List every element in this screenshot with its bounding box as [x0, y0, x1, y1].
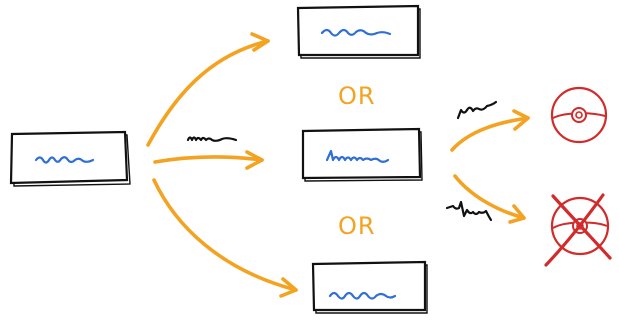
target-box-top [296, 4, 421, 59]
source-box-scribble [34, 156, 95, 164]
arrow-to-success [450, 116, 530, 152]
outcome-arrows [450, 109, 530, 224]
target-box-middle [301, 127, 423, 182]
or-label-top: OR [338, 82, 376, 110]
target-box-middle-scribble [325, 149, 390, 163]
target-box-bottom [311, 260, 428, 314]
success-arrow-scribble [456, 100, 498, 120]
arrow-to-middle-head [245, 150, 264, 170]
arrow-to-success-head [512, 109, 530, 131]
target-box-top-scribble [320, 28, 392, 37]
arrow-to-bottom [152, 178, 298, 292]
source-arrows [146, 32, 298, 298]
arrow-to-middle [153, 155, 264, 164]
arrow-to-top [146, 39, 270, 147]
arrow-to-bottom-head [279, 277, 298, 298]
failure-arrow-scribble [445, 200, 493, 222]
target-box-bottom-scribble [328, 291, 397, 300]
arrow-to-failure [453, 174, 526, 220]
or-label-bottom: OR [338, 212, 376, 240]
middle-arrow-scribble [186, 136, 238, 142]
source-box [9, 130, 131, 187]
ball-icon [550, 86, 608, 144]
arrow-to-top-head [250, 32, 270, 52]
ball-crossed-out-icon [544, 193, 612, 267]
arrow-to-failure-head [508, 204, 526, 224]
